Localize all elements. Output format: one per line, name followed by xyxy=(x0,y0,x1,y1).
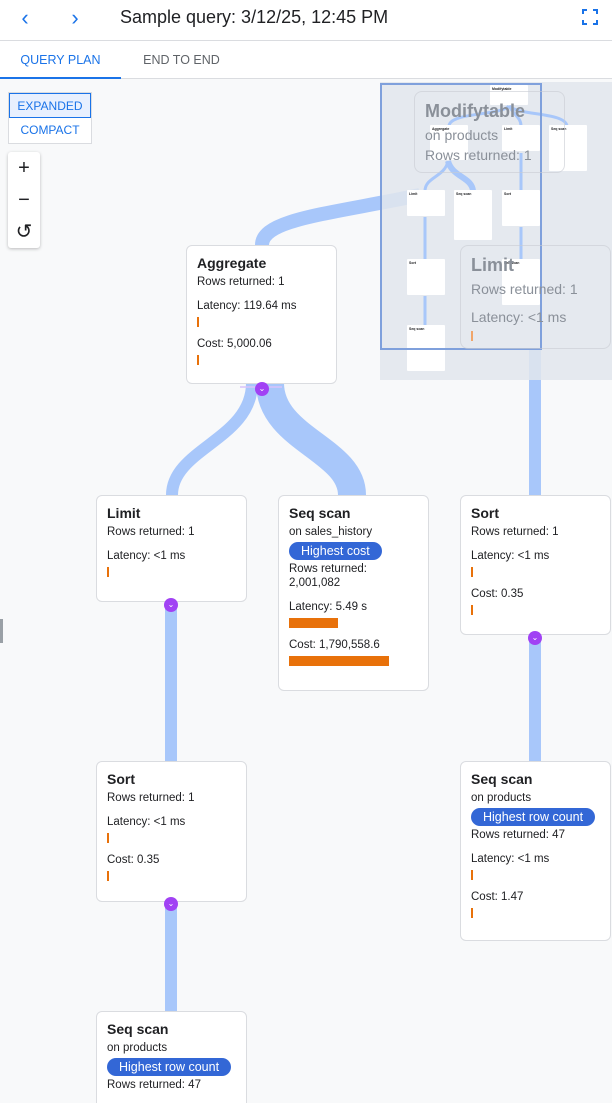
node-cost: Cost: 5,000.06 xyxy=(197,338,272,350)
node-title: Sort xyxy=(471,505,499,521)
tab-bar: QUERY PLAN END TO END xyxy=(0,41,612,79)
minimap[interactable]: Modifytable Aggregate Limit Seq scan Lim… xyxy=(380,82,612,380)
node-latency: Latency: 5.49 s xyxy=(289,601,367,613)
node-table: on sales_history xyxy=(289,526,373,538)
cost-bar xyxy=(289,656,389,666)
highest-row-count-badge: Highest row count xyxy=(107,1058,232,1076)
collapse-chevron-icon[interactable]: ⌄ xyxy=(528,631,542,645)
minimap-node: Aggregate xyxy=(430,125,468,160)
node-sort-left[interactable]: Sort Rows returned: 1 Latency: <1 ms Cos… xyxy=(96,761,247,902)
chevron-left-icon[interactable]: ‹ xyxy=(21,5,29,30)
cost-bar xyxy=(471,908,473,918)
collapse-chevron-icon[interactable]: ⌄ xyxy=(164,598,178,612)
node-latency: Latency: <1 ms xyxy=(471,309,567,325)
node-sort-right[interactable]: Sort Rows returned: 1 Latency: <1 ms Cos… xyxy=(460,495,611,635)
latency-bar xyxy=(107,567,109,577)
node-rows-label: Rows returned: xyxy=(289,563,367,575)
minimap-node: Sort xyxy=(407,259,445,295)
latency-bar xyxy=(107,833,109,843)
node-limit[interactable]: Limit Rows returned: 1 Latency: <1 ms xyxy=(96,495,247,602)
node-title: Seq scan xyxy=(289,505,351,521)
latency-bar xyxy=(471,870,473,880)
node-table: on products xyxy=(107,1042,168,1054)
collapse-chevron-icon[interactable]: ⌄ xyxy=(255,382,269,396)
node-cost: Cost: 0.35 xyxy=(471,588,524,600)
node-rows: Rows returned: 47 xyxy=(471,829,565,841)
node-latency: Latency: <1 ms xyxy=(107,816,186,828)
node-modifytable[interactable]: Modifytable on products Rows returned: 1 xyxy=(414,91,565,173)
resize-handle[interactable] xyxy=(0,619,3,643)
minimap-connectors xyxy=(423,104,569,326)
latency-bar xyxy=(289,618,338,628)
node-seqscan-products-right[interactable]: Seq scan on products Highest row count R… xyxy=(460,761,611,941)
collapse-chevron-icon[interactable]: ⌄ xyxy=(164,897,178,911)
node-table: on products xyxy=(471,792,532,804)
node-title: Limit xyxy=(107,505,141,521)
node-title: Sort xyxy=(107,771,135,787)
header: ‹ › Sample query: 3/12/25, 12:45 PM xyxy=(0,0,612,41)
compact-button[interactable]: COMPACT xyxy=(20,123,80,137)
node-latency: Latency: <1 ms xyxy=(107,550,186,562)
node-limit-right[interactable]: Limit Rows returned: 1 Latency: <1 ms xyxy=(460,245,611,349)
latency-bar xyxy=(471,567,473,577)
node-rows: Rows returned: 47 xyxy=(107,1079,201,1091)
node-cost: Cost: 1.47 xyxy=(471,891,524,903)
node-title: Seq scan xyxy=(471,771,533,787)
node-latency: Latency: 119.64 ms xyxy=(197,300,297,312)
node-cost: Cost: 1,790,558.6 xyxy=(289,639,380,651)
reset-zoom-button[interactable]: ↺ xyxy=(15,221,33,243)
plan-canvas[interactable]: Aggregate Rows returned: 1 Latency: 119.… xyxy=(0,79,612,1103)
zoom-in-button[interactable]: + xyxy=(18,157,30,179)
minimap-node: Seq scan xyxy=(549,125,587,171)
zoom-out-button[interactable]: − xyxy=(18,189,30,211)
node-rows: Rows returned: 1 xyxy=(471,281,578,297)
cost-bar xyxy=(197,355,199,365)
node-rows: Rows returned: 1 xyxy=(107,792,195,804)
node-cost: Cost: 0.35 xyxy=(107,854,160,866)
highest-cost-badge: Highest cost xyxy=(289,542,382,560)
node-title: Seq scan xyxy=(107,1021,169,1037)
page-title: Sample query: 3/12/25, 12:45 PM xyxy=(120,7,389,27)
node-title: Aggregate xyxy=(197,255,267,271)
node-title: Limit xyxy=(471,255,514,275)
latency-bar xyxy=(197,317,199,327)
minimap-node: Seq scan xyxy=(502,259,540,305)
minimap-node: Modifytable xyxy=(490,85,528,105)
node-rows: Rows returned: 1 xyxy=(471,526,559,538)
node-rows: Rows returned: 1 xyxy=(197,276,285,288)
highest-row-count-badge: Highest row count xyxy=(471,808,596,826)
tab-end-to-end[interactable]: END TO END xyxy=(143,53,220,67)
chevron-right-icon[interactable]: › xyxy=(71,5,79,30)
node-rows-value: 2,001,082 xyxy=(289,577,341,589)
minimap-node: Limit xyxy=(407,190,445,216)
node-title: Modifytable xyxy=(425,101,526,121)
node-latency: Latency: <1 ms xyxy=(471,550,550,562)
expanded-button[interactable]: EXPANDED xyxy=(9,93,91,118)
cost-bar xyxy=(107,871,109,881)
node-rows: Rows returned: 1 xyxy=(425,147,532,163)
latency-bar xyxy=(471,331,473,341)
minimap-node: Seq scan xyxy=(454,190,492,240)
minimap-node: Sort xyxy=(502,190,540,226)
node-seqscan-sales-history[interactable]: Seq scan on sales_history Highest cost R… xyxy=(278,495,429,691)
node-seqscan-products-left[interactable]: Seq scan on products Highest row count R… xyxy=(96,1011,247,1103)
node-table: on products xyxy=(425,127,499,143)
node-aggregate[interactable]: Aggregate Rows returned: 1 Latency: 119.… xyxy=(186,245,337,384)
cost-bar xyxy=(471,605,473,615)
node-rows: Rows returned: 1 xyxy=(107,526,195,538)
zoom-controls: + − ↺ xyxy=(8,152,40,248)
view-mode-toggle: EXPANDED COMPACT xyxy=(8,92,92,144)
minimap-node: Seq scan xyxy=(407,325,445,371)
fullscreen-icon[interactable] xyxy=(582,9,598,25)
link-aggregate-seqscan xyxy=(256,381,366,497)
link-aggregate-limit xyxy=(166,382,258,496)
minimap-node: Limit xyxy=(502,125,540,151)
node-latency: Latency: <1 ms xyxy=(471,853,550,865)
tab-query-plan[interactable]: QUERY PLAN xyxy=(0,41,121,79)
